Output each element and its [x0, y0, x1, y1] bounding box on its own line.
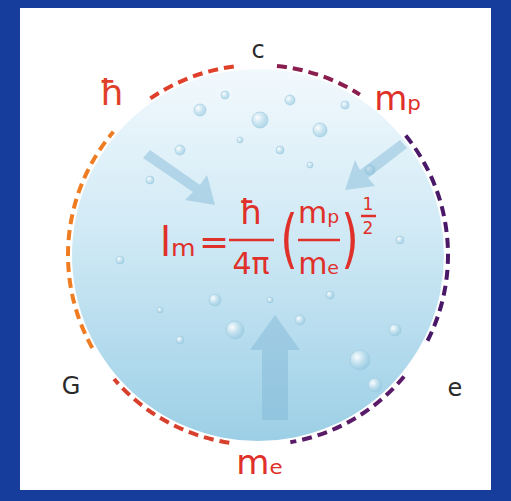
formula-symbol: mₚ [298, 198, 340, 228]
ring-arc [150, 66, 239, 98]
formula-symbol: ħ [239, 195, 263, 229]
constant-label: mₑ [236, 445, 283, 479]
white-panel [20, 8, 491, 490]
ring-arc [114, 379, 229, 443]
formula-exponent: 1 [363, 196, 374, 213]
flow-arrows [143, 140, 407, 420]
formula-symbol: = [199, 224, 229, 260]
ring-arc [277, 66, 360, 95]
formula-bracket: ( [280, 207, 297, 271]
water-disc [72, 69, 444, 441]
constant-label: ħ [99, 75, 124, 111]
formula-symbol: 4π [232, 249, 269, 279]
constant-label: mₚ [374, 81, 422, 115]
formula-symbol: mₑ [298, 249, 340, 279]
ring-arc [68, 132, 113, 348]
dashed-ring [68, 66, 448, 443]
formula-exponent: 2 [363, 220, 374, 237]
ring-arc [406, 135, 448, 345]
ring-arc [290, 377, 404, 443]
formula-symbol: lₘ [160, 222, 196, 262]
constant-label: G [62, 374, 81, 398]
constant-label: c [251, 38, 264, 62]
constant-label: e [448, 376, 463, 400]
formula-bracket: ) [341, 207, 358, 271]
